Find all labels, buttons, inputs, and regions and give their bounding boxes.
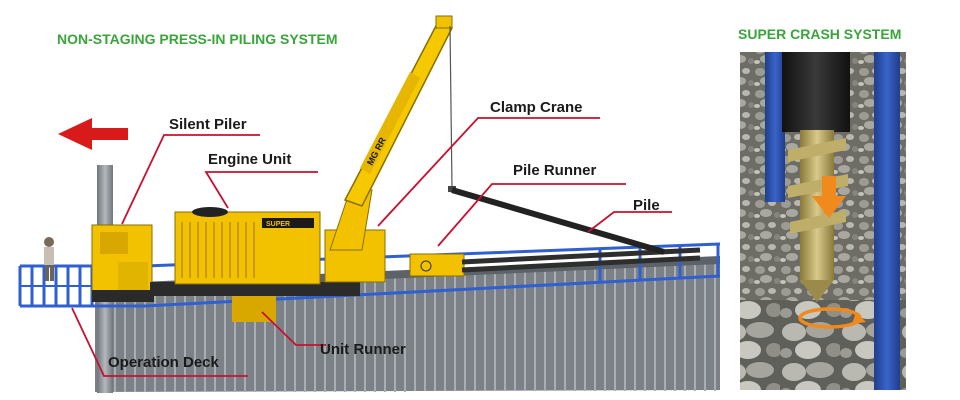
label-engine-unit: Engine Unit <box>208 151 291 168</box>
right-title: SUPER CRASH SYSTEM <box>738 26 901 42</box>
label-operation-deck: Operation Deck <box>108 354 220 371</box>
label-pile: Pile <box>633 197 660 214</box>
label-clamp-crane: Clamp Crane <box>490 99 583 116</box>
rotate-icon <box>798 307 866 329</box>
clamp-crane: MG RR <box>324 15 456 283</box>
leader-lines <box>71 117 672 377</box>
super-crash-panel <box>740 52 906 390</box>
label-unit-runner: Unit Runner <box>320 341 406 358</box>
label-pile-runner: Pile Runner <box>513 162 597 179</box>
pile-runner <box>409 253 465 277</box>
engine-unit: SUPER <box>174 207 321 285</box>
left-title: NON-STAGING PRESS-IN PILING SYSTEM <box>57 31 338 47</box>
steel-casing <box>874 52 900 390</box>
arrow-left-icon <box>58 118 128 150</box>
unit-runner <box>150 282 360 322</box>
silent-piler <box>91 224 154 302</box>
arrow-down-icon <box>812 176 846 218</box>
label-silent-piler: Silent Piler <box>169 116 247 133</box>
suspended-pile <box>451 187 665 255</box>
operator-figure <box>44 237 54 281</box>
engine-marking: SUPER <box>266 221 290 228</box>
drive-shaft <box>782 52 850 132</box>
